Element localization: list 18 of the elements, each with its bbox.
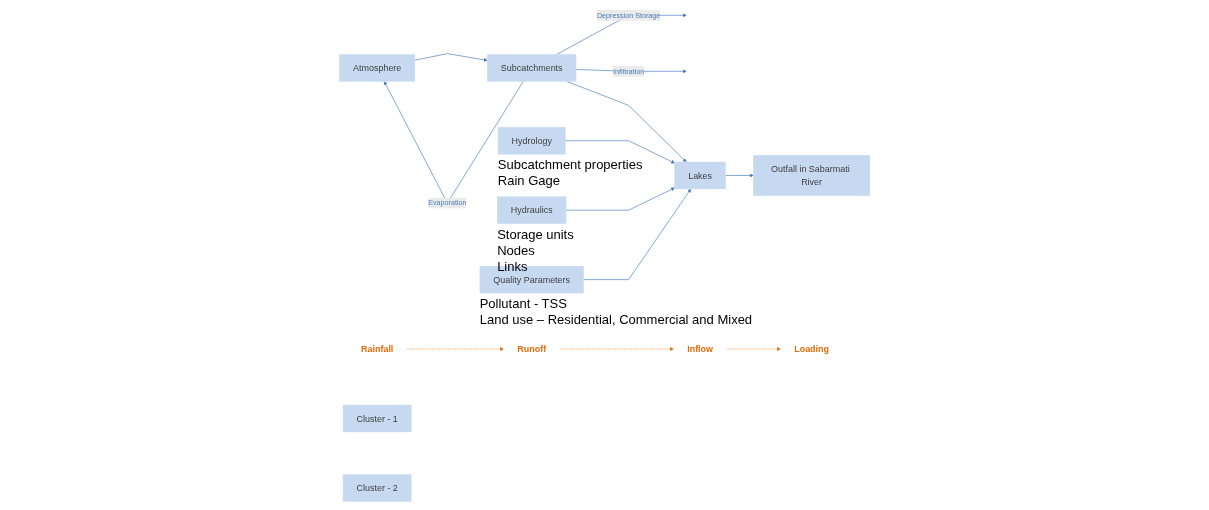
bullet-text: Rain Gage: [497, 173, 561, 190]
node-box: Lakes: [674, 161, 726, 190]
node-text: Inflow: [686, 344, 713, 354]
bullet-text: Pollutant - TSS: [479, 296, 568, 313]
node-box: Outfall in Sabarmati River: [752, 155, 870, 196]
node-text: Rainfall: [360, 344, 394, 354]
bullet-text: Land use – Residential, Commercial and Mixed: [479, 312, 753, 329]
node-text: Loading: [793, 344, 829, 354]
bullet-text: Nodes: [497, 242, 536, 259]
node-text: Runoff: [517, 344, 546, 354]
node-box: Hydraulics: [496, 196, 567, 224]
bullet-text: Storage units: [497, 226, 574, 243]
node-box: Atmosphere: [339, 54, 415, 82]
bullet-text: Subcatchment properties: [497, 157, 643, 174]
node-box: Cluster - 2: [342, 474, 412, 502]
node-box: Subcatchments: [486, 54, 577, 82]
node-box: Cluster - 1: [342, 404, 412, 433]
node-box: Hydrology: [497, 127, 566, 155]
